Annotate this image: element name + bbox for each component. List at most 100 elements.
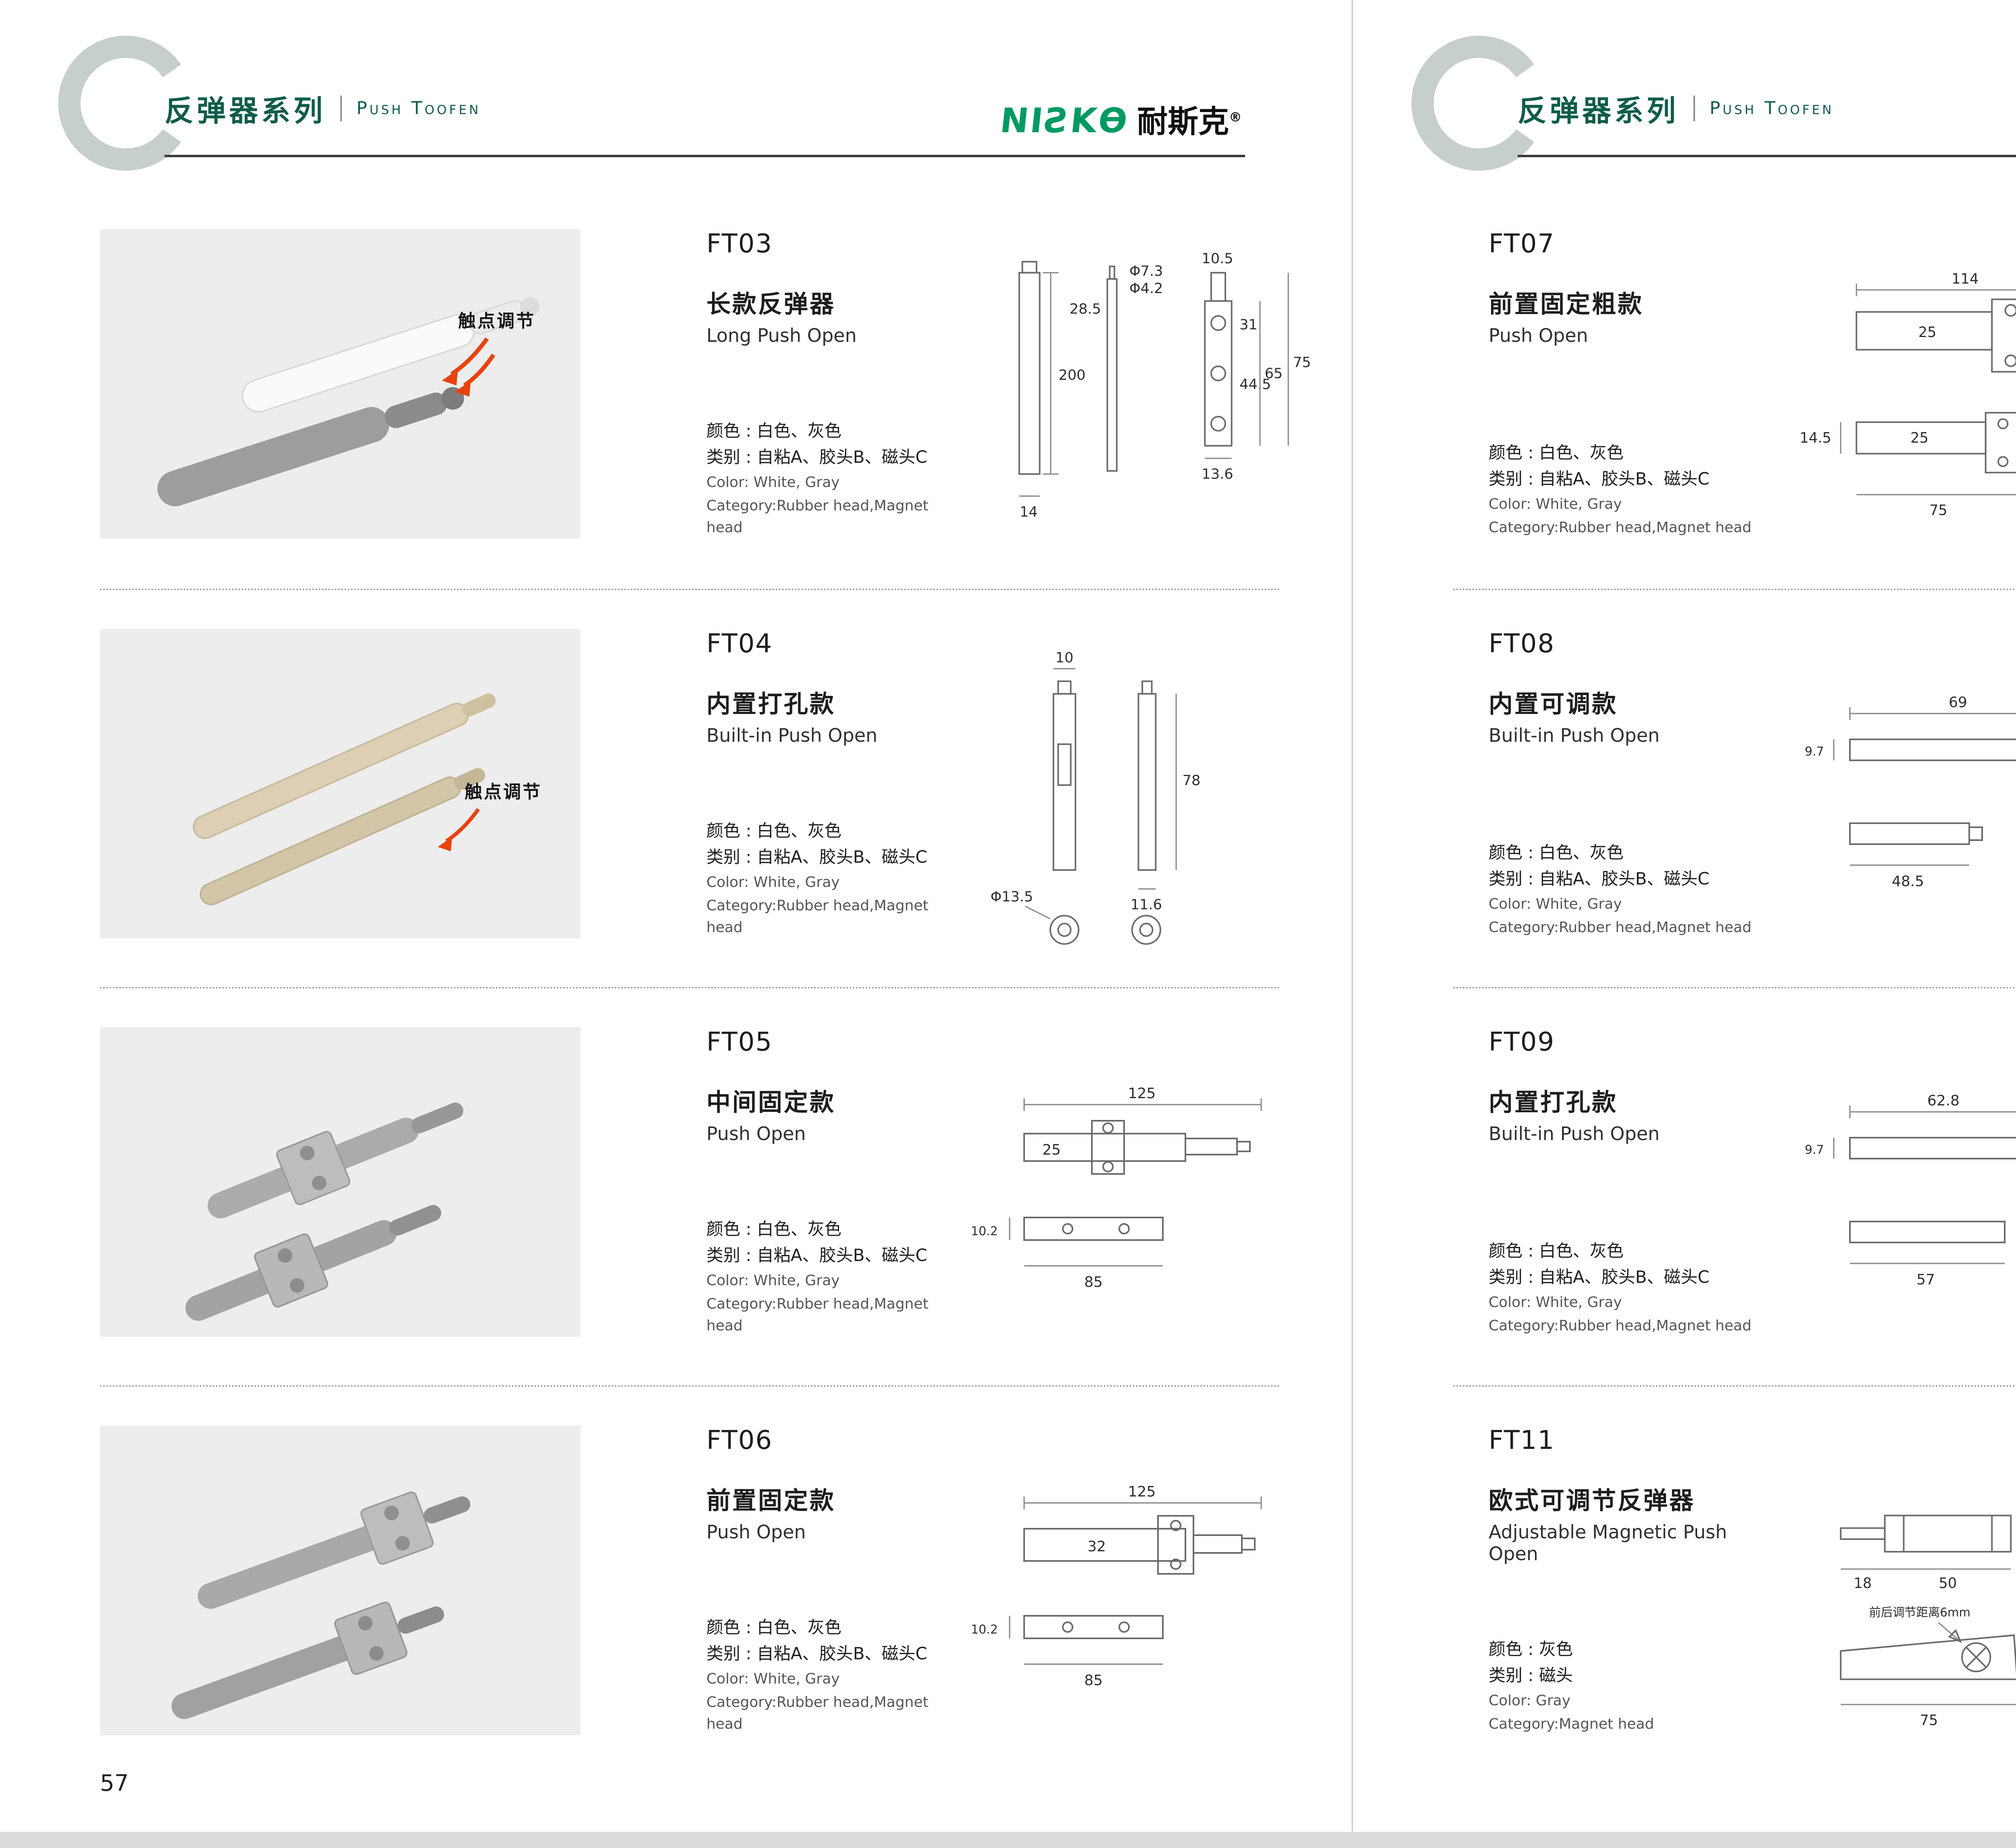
adjust-note-label: 前后调节距离6mm	[1869, 1605, 1971, 1619]
spec-color-en: Color: White, Gray	[706, 874, 840, 891]
ft04-technical-drawing: 10 78 11.6 Φ13.5	[991, 649, 1200, 945]
dim-label: 31	[1239, 316, 1258, 333]
series-title-cn: 反弹器系列	[165, 94, 326, 128]
red-arrow-icon	[437, 808, 480, 851]
spec-type-cn: 类别 : 自粘A、胶头B、磁头C	[706, 1643, 927, 1663]
page-header: 反弹器系列 Push Toofen NIƧKƟ 耐斯克®	[1411, 35, 2016, 171]
product-name-en: Adjustable Magnetic Push Open	[1489, 1521, 1727, 1565]
ft06-photo	[100, 1426, 581, 1735]
dim-label: 44.5	[1239, 376, 1271, 393]
ft04-drawing: 10 78 11.6 Φ13.5	[968, 629, 1290, 987]
ft05-photo	[100, 1027, 581, 1337]
product-code: FT04	[706, 629, 773, 659]
spec-type-cn: 类别 : 自粘A、胶头B、磁头C	[1489, 868, 1710, 889]
product-ft07: FT07 前置固定粗款 Push Open 颜色 : 白色、灰色 类别 : 自粘…	[1453, 190, 2016, 589]
spec-color-cn: 颜色 : 白色、灰色	[706, 820, 841, 841]
ft03-adjust-note: 触点调节	[458, 311, 535, 331]
dim-label: 75	[1920, 1712, 1938, 1729]
product-name-en: Built-in Push Open	[1489, 1123, 1660, 1145]
ft05-technical-drawing: 125 25 10.2 85	[971, 1085, 1262, 1290]
series-title-cn: 反弹器系列	[1518, 94, 1679, 128]
dim-label: 10.2	[971, 1224, 998, 1238]
title-divider	[1693, 95, 1695, 121]
dim-label: 10.2	[971, 1623, 998, 1637]
ft03-info: FT03 长款反弹器 Long Push Open 颜色 : 白色、灰色 类别 …	[706, 229, 968, 539]
dim-label: 114	[1951, 271, 1979, 287]
spec-color-en: Color: White, Gray	[706, 1671, 840, 1687]
ft05-photo-illustration	[185, 1103, 464, 1321]
product-code: FT08	[1489, 629, 1555, 659]
dim-label: 9.7	[1805, 745, 1824, 759]
ft06-drawing: 125 32 10.2 85	[968, 1426, 1322, 1783]
page-gutter-divider	[1352, 0, 1353, 1832]
header-rule	[1518, 155, 2016, 157]
ft07-technical-drawing: 114 25 14.5 25	[1800, 271, 2016, 519]
dim-label: 25	[1918, 324, 1937, 341]
dim-label: 25	[1910, 430, 1929, 446]
ft03-drawing: 200 14 28.5 Φ7.3 Φ4.2 10.5 31 44.5	[968, 229, 1322, 589]
brand-logo: NIƧKƟ 耐斯克®	[998, 97, 1242, 141]
dim-label: 85	[1084, 1672, 1103, 1689]
ft08-technical-drawing: 69 9.7 48.5	[1805, 694, 2016, 890]
ft07-info: FT07 前置固定粗款 Push Open 颜色 : 白色、灰色 类别 : 自粘…	[1489, 229, 1772, 539]
title-divider	[340, 95, 342, 121]
spec-type-cn: 类别 : 磁头	[1489, 1665, 1573, 1685]
page-58: 反弹器系列 Push Toofen NIƧKƟ 耐斯克® FT07 前置固定粗款…	[1353, 0, 2016, 1832]
ft09-drawing: 62.8 9.7 57	[1772, 1027, 2016, 1385]
product-ft08: FT08 内置可调款 Built-in Push Open 颜色 : 白色、灰色…	[1453, 589, 2016, 987]
product-name-cn: 内置打孔款	[1489, 1088, 1618, 1117]
spec-category-en: Category:Rubber head,Magnet head	[1489, 919, 1752, 936]
spec-type-cn: 类别 : 自粘A、胶头B、磁头C	[706, 447, 927, 467]
product-code: FT07	[1489, 229, 1555, 259]
ft04-info: FT04 内置打孔款 Built-in Push Open 颜色 : 白色、灰色…	[706, 629, 968, 939]
dim-label: 65	[1265, 365, 1283, 382]
spec-color-cn: 颜色 : 白色、灰色	[1489, 442, 1624, 462]
ft05-drawing: 125 25 10.2 85	[968, 1027, 1322, 1385]
registered-mark: ®	[1229, 109, 1242, 125]
product-ft06: FT06 前置固定款 Push Open 颜色 : 白色、灰色 类别 : 自粘A…	[100, 1385, 1281, 1783]
dim-label: 57	[1916, 1272, 1935, 1288]
product-specs: 颜色 : 白色、灰色 类别 : 自粘A、胶头B、磁头C Color: White…	[1489, 439, 1772, 539]
spec-type-cn: 类别 : 自粘A、胶头B、磁头C	[706, 1245, 927, 1265]
spec-color-cn: 颜色 : 白色、灰色	[706, 420, 841, 441]
ft03-technical-drawing: 200 14 28.5 Φ7.3 Φ4.2 10.5 31 44.5	[1018, 250, 1311, 520]
dim-label: 10	[1056, 649, 1074, 666]
ft09-technical-drawing: 62.8 9.7 57	[1805, 1093, 2016, 1288]
spec-category-en: Category:Rubber head,Magnet head	[1489, 519, 1752, 536]
spec-color-en: Color: White, Gray	[706, 1272, 840, 1289]
product-specs: 颜色 : 白色、灰色 类别 : 自粘A、胶头B、磁头C Color: White…	[706, 1614, 968, 1735]
series-c-mark-icon	[58, 35, 181, 171]
spec-color-en: Color: White, Gray	[1489, 896, 1622, 912]
ft11-technical-drawing: 10 18 50 前后调节距离6mm 18 75	[1840, 1515, 2016, 1729]
dim-label: 50	[1939, 1575, 1957, 1592]
brand-logo-en: NIƧKƟ	[998, 101, 1131, 140]
ft06-info: FT06 前置固定款 Push Open 颜色 : 白色、灰色 类别 : 自粘A…	[706, 1426, 968, 1735]
ft11-info: FT11 欧式可调节反弹器 Adjustable Magnetic Push O…	[1489, 1426, 1772, 1735]
product-name-cn: 前置固定粗款	[1489, 290, 1643, 318]
spec-type-cn: 类别 : 自粘A、胶头B、磁头C	[1489, 1267, 1710, 1287]
spec-category-en: Category:Rubber head,Magnet head	[1489, 1317, 1752, 1334]
ft09-info: FT09 内置打孔款 Built-in Push Open 颜色 : 白色、灰色…	[1489, 1027, 1772, 1337]
spec-color-cn: 颜色 : 灰色	[1489, 1639, 1573, 1659]
dim-label: 14	[1020, 504, 1038, 520]
page-57: 反弹器系列 Push Toofen NIƧKƟ 耐斯克®	[58, 35, 1322, 1796]
dim-label: 18	[1854, 1575, 1872, 1592]
ft08-info: FT08 内置可调款 Built-in Push Open 颜色 : 白色、灰色…	[1489, 629, 1772, 939]
product-specs: 颜色 : 白色、灰色 类别 : 自粘A、胶头B、磁头C Color: White…	[706, 1216, 968, 1337]
product-code: FT11	[1489, 1426, 1555, 1455]
dim-label: 69	[1949, 694, 1967, 711]
product-specs: 颜色 : 白色、灰色 类别 : 自粘A、胶头B、磁头C Color: White…	[706, 418, 968, 539]
product-name-cn: 内置打孔款	[706, 690, 835, 718]
dim-label: 125	[1128, 1085, 1156, 1102]
spec-category-en: Category:Rubber head,Magnet head	[706, 897, 929, 936]
product-specs: 颜色 : 白色、灰色 类别 : 自粘A、胶头B、磁头C Color: White…	[1489, 839, 1772, 939]
ft03-photo-illustration	[157, 297, 540, 506]
product-name-cn: 长款反弹器	[706, 290, 835, 318]
ft07-drawing: 114 25 14.5 25	[1772, 229, 2016, 589]
page-header: 反弹器系列 Push Toofen NIƧKƟ 耐斯克®	[58, 35, 1245, 171]
spec-category-en: Category:Rubber head,Magnet head	[706, 1694, 929, 1732]
dim-label: 9.7	[1805, 1143, 1824, 1157]
spec-color-cn: 颜色 : 白色、灰色	[1489, 842, 1624, 862]
product-name-en: Push Open	[706, 1521, 806, 1543]
dim-label: Φ7.3	[1129, 263, 1163, 279]
